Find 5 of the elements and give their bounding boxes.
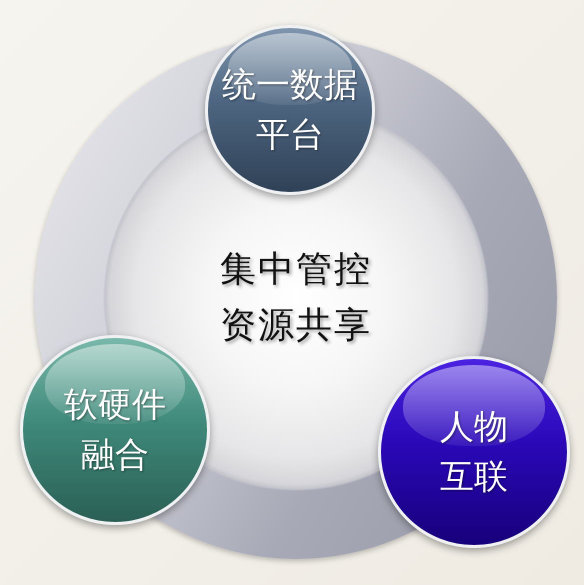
center-text: 集中管控	[220, 250, 372, 290]
circle-label: 软硬件融合	[63, 384, 167, 477]
center-text: 资源共享	[220, 306, 372, 346]
circle-label: 人物互联	[439, 406, 509, 499]
circle-label: 统一数据平台	[221, 64, 359, 157]
